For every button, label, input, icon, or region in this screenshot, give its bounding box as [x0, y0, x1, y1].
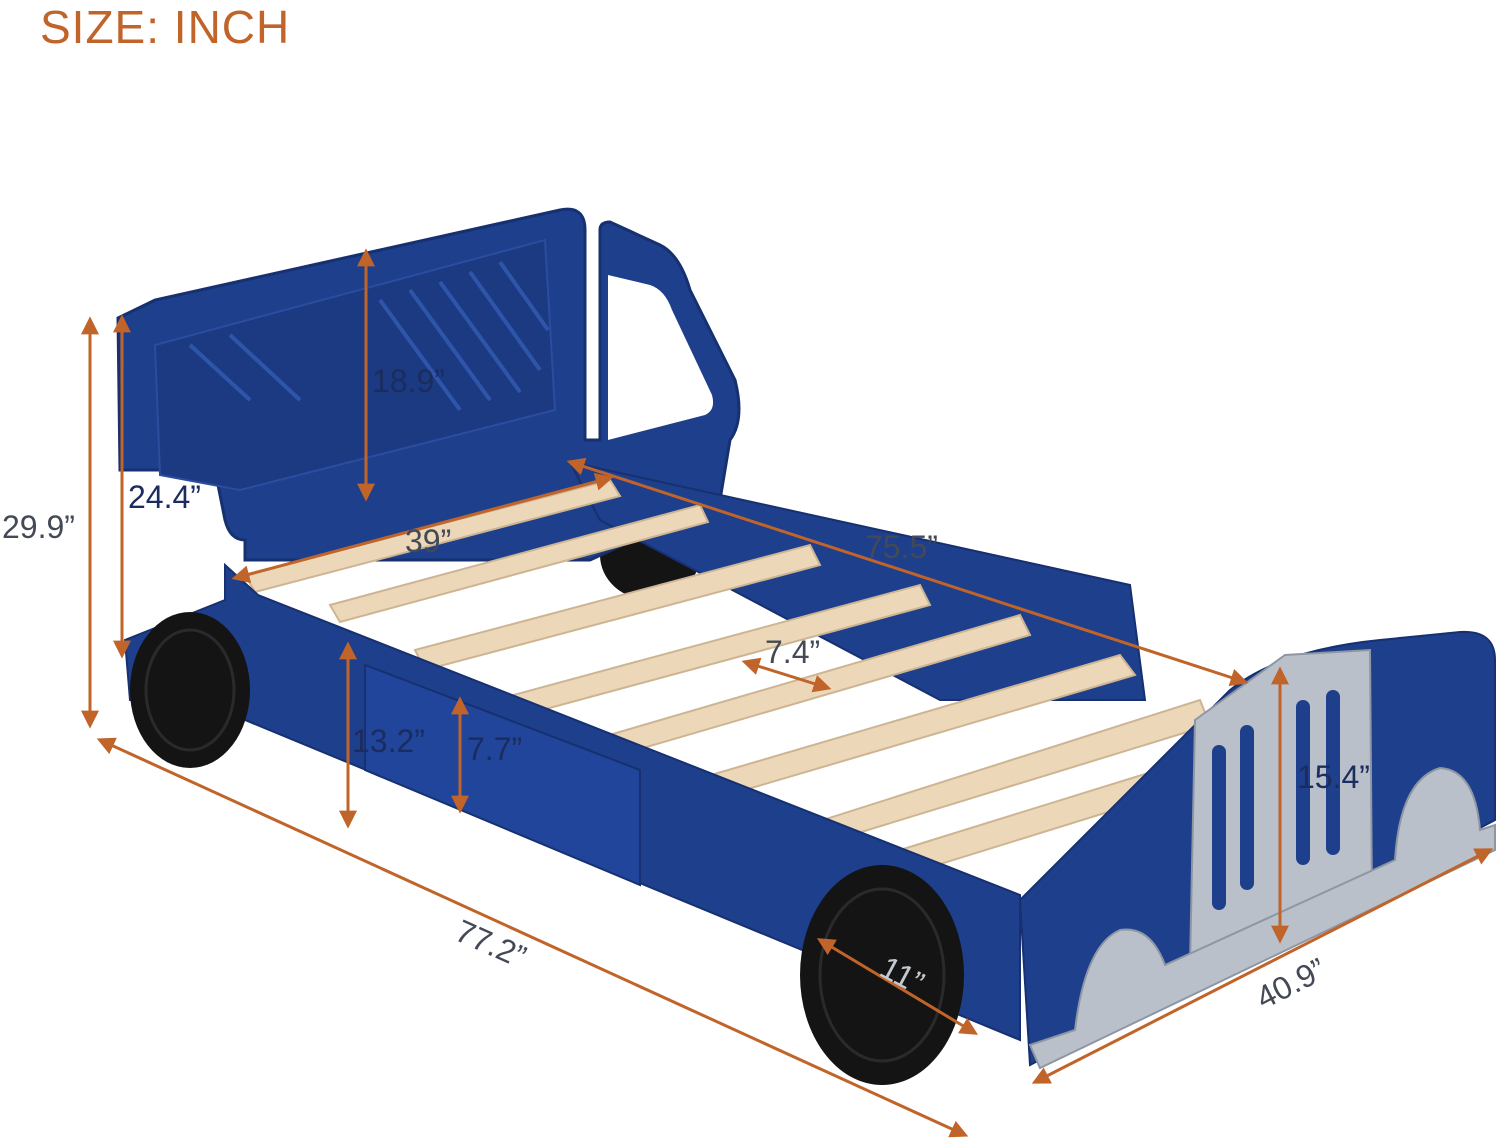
- dim-headboard-panel: 18.9”: [372, 363, 445, 399]
- dim-inner-length: 75.5”: [865, 529, 938, 565]
- dim-total-length: 77.2”: [450, 912, 531, 975]
- dim-footboard-height: 15.4”: [1297, 759, 1370, 795]
- dim-slat-gap: 7.4”: [765, 634, 820, 670]
- dim-total-height: 29.9”: [2, 509, 75, 545]
- page-title: SIZE: INCH: [40, 1, 291, 53]
- dimension-arrows: [81, 248, 1494, 1138]
- dim-side-height: 13.2”: [352, 723, 425, 759]
- front-left-wheel: [130, 612, 250, 768]
- dim-inner-width: 39”: [405, 523, 451, 559]
- headboard-grooves: [188, 260, 550, 412]
- dim-side-panel: 7.7”: [467, 731, 522, 767]
- cab-window: [608, 275, 714, 440]
- dim-headboard-height: 24.4”: [128, 479, 201, 515]
